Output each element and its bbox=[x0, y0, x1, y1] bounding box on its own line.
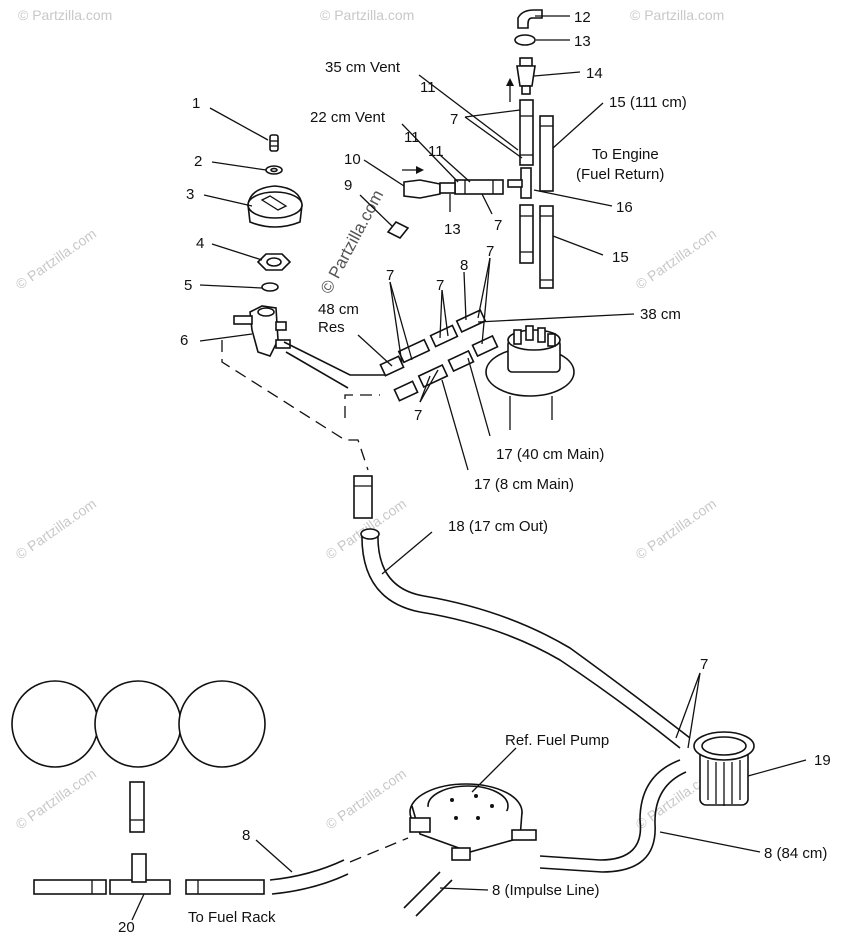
ref-fuel-pump-label: Ref. Fuel Pump bbox=[505, 732, 609, 749]
callout-10: 10 bbox=[344, 151, 361, 168]
callout-8: 8 bbox=[460, 257, 468, 274]
callout-4: 4 bbox=[196, 235, 204, 252]
watermark-text: © Partzilla.com bbox=[18, 7, 112, 23]
callout-13: 13 bbox=[444, 221, 461, 238]
res-48-label: 48 cm bbox=[318, 301, 359, 318]
hose-8-84cm-edge bbox=[539, 771, 687, 873]
fuel-valve-stack bbox=[233, 134, 303, 357]
callout-8: 8 bbox=[242, 827, 250, 844]
vent-22-label: 22 cm Vent bbox=[310, 109, 386, 126]
watermark-text: © Partzilla.com bbox=[630, 7, 724, 23]
to-engine-label-2: (Fuel Return) bbox=[576, 166, 664, 183]
fuel-pump bbox=[409, 783, 537, 861]
callout-17-main-8: 17 (8 cm Main) bbox=[474, 476, 574, 493]
callout-20: 20 bbox=[118, 919, 135, 936]
callout-11: 11 bbox=[404, 129, 420, 146]
callout-14: 14 bbox=[586, 65, 603, 82]
hose-8-84cm bbox=[539, 759, 681, 861]
callout-19: 19 bbox=[814, 752, 831, 769]
callout-7: 7 bbox=[700, 656, 708, 673]
callout-17-main-40: 17 (40 cm Main) bbox=[496, 446, 604, 463]
valve-line-dashed bbox=[221, 340, 369, 471]
watermark-text: © Partzilla.com bbox=[320, 7, 414, 23]
fuel-filter bbox=[693, 731, 755, 806]
callout-15: 15 (111 cm) bbox=[609, 94, 687, 111]
vent-assembly bbox=[386, 9, 554, 289]
callout-7: 7 bbox=[436, 277, 444, 294]
callout-15: 15 bbox=[612, 249, 629, 266]
t-fitting bbox=[33, 781, 265, 895]
callout-7: 7 bbox=[386, 267, 394, 284]
pump-dash bbox=[349, 837, 409, 863]
tank-hose-cluster bbox=[379, 309, 575, 430]
leader-lines bbox=[131, 15, 807, 921]
callout-7: 7 bbox=[414, 407, 422, 424]
reserve-hose-2 bbox=[285, 351, 349, 389]
callout-labels: 1 2 3 4 5 6 35 cm Vent 11 22 cm Vent 11 … bbox=[118, 9, 831, 936]
watermark-text: © Partzilla.com bbox=[323, 765, 409, 832]
callout-7: 7 bbox=[450, 111, 458, 128]
fuel-rack-hose bbox=[269, 859, 345, 881]
callout-9: 9 bbox=[344, 177, 352, 194]
to-engine-label: To Engine bbox=[592, 146, 659, 163]
callout-11: 11 bbox=[428, 143, 444, 160]
cm-38-label: 38 cm bbox=[640, 306, 681, 323]
callout-18: 18 (17 cm Out) bbox=[448, 518, 548, 535]
impulse-line bbox=[403, 871, 441, 909]
detail-circles bbox=[11, 680, 266, 768]
watermark-text: © Partzilla.com bbox=[633, 225, 719, 292]
callout-11: 11 bbox=[420, 79, 436, 96]
watermark-text: © Partzilla.com bbox=[633, 495, 719, 562]
callout-8-84cm: 8 (84 cm) bbox=[764, 845, 827, 862]
res-48-label-2: Res bbox=[318, 319, 345, 336]
reserve-hose bbox=[283, 341, 385, 376]
fuel-rack-hose-edge bbox=[271, 873, 349, 895]
callout-12: 12 bbox=[574, 9, 591, 26]
callout-8-impulse: 8 (Impulse Line) bbox=[492, 882, 600, 899]
callout-1: 1 bbox=[192, 95, 200, 112]
watermark-text: © Partzilla.com bbox=[13, 225, 99, 292]
callout-7: 7 bbox=[486, 243, 494, 260]
hose-18-end bbox=[360, 528, 380, 540]
vent-35-label: 35 cm Vent bbox=[325, 59, 401, 76]
callout-16: 16 bbox=[616, 199, 633, 216]
to-fuel-rack-label: To Fuel Rack bbox=[188, 909, 276, 926]
callout-6: 6 bbox=[180, 332, 188, 349]
callout-2: 2 bbox=[194, 153, 202, 170]
outlet-fitting bbox=[353, 475, 373, 519]
valve-line-dashed-2 bbox=[344, 394, 380, 418]
callout-3: 3 bbox=[186, 186, 194, 203]
watermark-text: © Partzilla.com bbox=[13, 765, 99, 832]
callout-13: 13 bbox=[574, 33, 591, 50]
impulse-line-edge bbox=[415, 879, 453, 917]
callout-5: 5 bbox=[184, 277, 192, 294]
watermark-center: © Partzilla.com bbox=[317, 187, 388, 297]
callout-7: 7 bbox=[494, 217, 502, 234]
hose-18 bbox=[361, 531, 681, 749]
watermark-text: © Partzilla.com bbox=[13, 495, 99, 562]
hose-18-edge bbox=[377, 531, 691, 739]
